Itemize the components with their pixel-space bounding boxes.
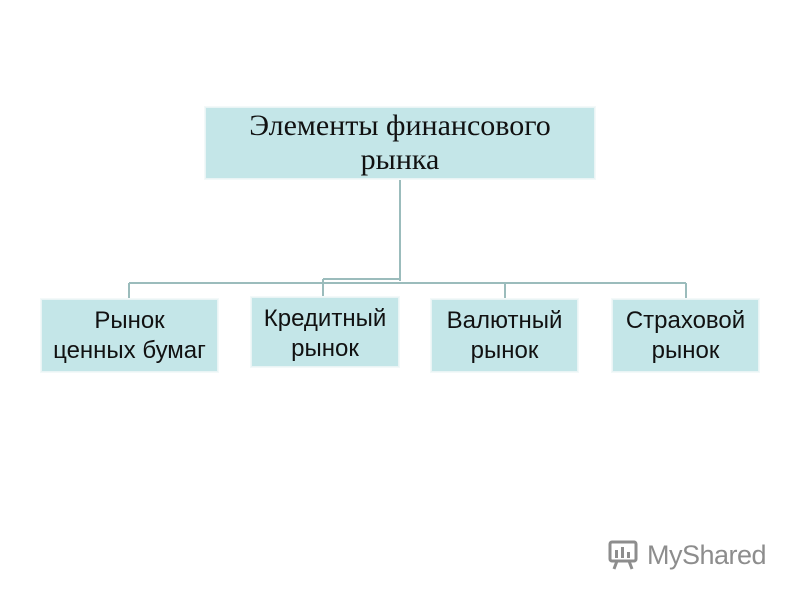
root-node-label: Элементы финансового рынка [249,109,551,176]
watermark-logo: MyShared [607,535,767,575]
child-node-label: Кредитный рынок [263,305,387,362]
child-node-label: Валютный рынок [446,306,563,364]
child-node-currency-market: Валютный рынок [431,299,578,372]
child-node-securities-market: Рынок ценных бумаг [41,299,218,372]
presentation-board-icon [608,540,638,570]
root-node: Элементы финансового рынка [205,107,595,179]
child-node-insurance-market: Страховой рынок [612,299,759,372]
child-node-label: Рынок ценных бумаг [53,306,206,364]
watermark-brand-text: MyShared [647,539,767,570]
child-node-credit-market: Кредитный рынок [251,297,399,367]
child-node-label: Страховой рынок [625,306,746,364]
